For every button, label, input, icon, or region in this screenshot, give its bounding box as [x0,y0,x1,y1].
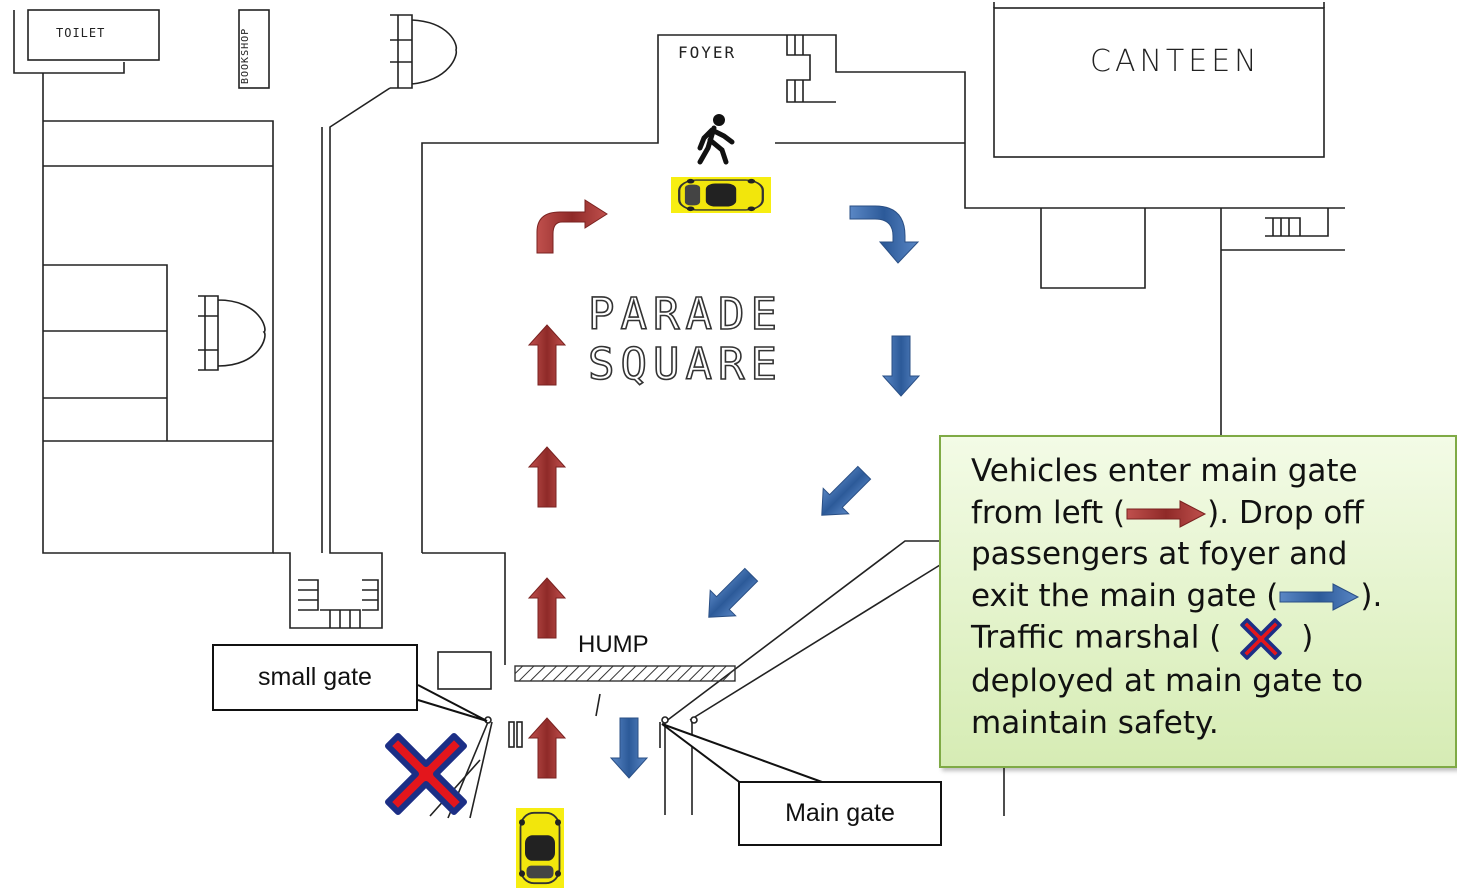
parade-square-outline [421,2,1345,816]
foyer-label: FOYER [678,43,737,62]
canteen-room [993,7,1325,158]
parade-label-line2: SQUARE [587,339,783,391]
blue-arrow-icon [882,335,920,397]
info-line: exit the main gate (). [971,577,1383,614]
bookshop-label: BOOKSHOP [240,27,251,84]
speed-hump [514,665,736,682]
info-line: Vehicles enter main gate [971,453,1358,489]
blue-arrow-icon [695,561,765,631]
info-line: passengers at foyer and [971,536,1348,572]
pedestrian-icon [697,114,735,165]
info-line: Traffic marshal () [971,617,1457,661]
red-arrow-icon [1126,500,1207,528]
main-gate [595,693,698,815]
marshal-x-icon [1240,618,1283,660]
main-gate-callout: Main gate [738,781,942,846]
instructions-text: Vehicles enter main gate from left (). D… [971,451,1457,744]
blue-arrow-icon [1279,583,1360,611]
exit-route-arrows [610,205,920,779]
hump-label: HUMP [578,631,649,658]
canteen-label: CANTEEN [1090,44,1261,79]
bookshop-room [238,9,270,89]
marshal-x-icon [388,736,464,812]
left-building-outline [13,9,458,629]
red-arrow-icon [536,199,608,254]
blue-arrow-icon [808,459,878,529]
red-arrow-icon [528,446,566,508]
entry-route-arrows [528,199,608,779]
instructions-box: Vehicles enter main gate from left (). D… [939,435,1457,768]
gatehouse [437,651,492,690]
car-icon [516,808,564,888]
small-gate-pointer [417,684,488,722]
main-gate-pointer [661,723,823,785]
toilet-label: TOILET [56,26,106,40]
red-arrow-icon [528,577,566,639]
car-icon [671,177,771,213]
blue-arrow-icon [849,205,920,264]
info-line: from left (). Drop off [971,494,1364,531]
parade-label-line1: PARADE [587,289,783,341]
blue-arrow-icon [610,717,648,779]
info-line: deployed at main gate to [971,663,1364,699]
toilet-room [27,9,160,61]
red-arrow-icon [528,324,566,386]
info-line: maintain safety. [971,704,1219,741]
small-gate-callout: small gate [212,644,418,711]
red-arrow-icon [528,717,566,779]
parade-square-label: PARADE SQUARE [587,289,783,391]
